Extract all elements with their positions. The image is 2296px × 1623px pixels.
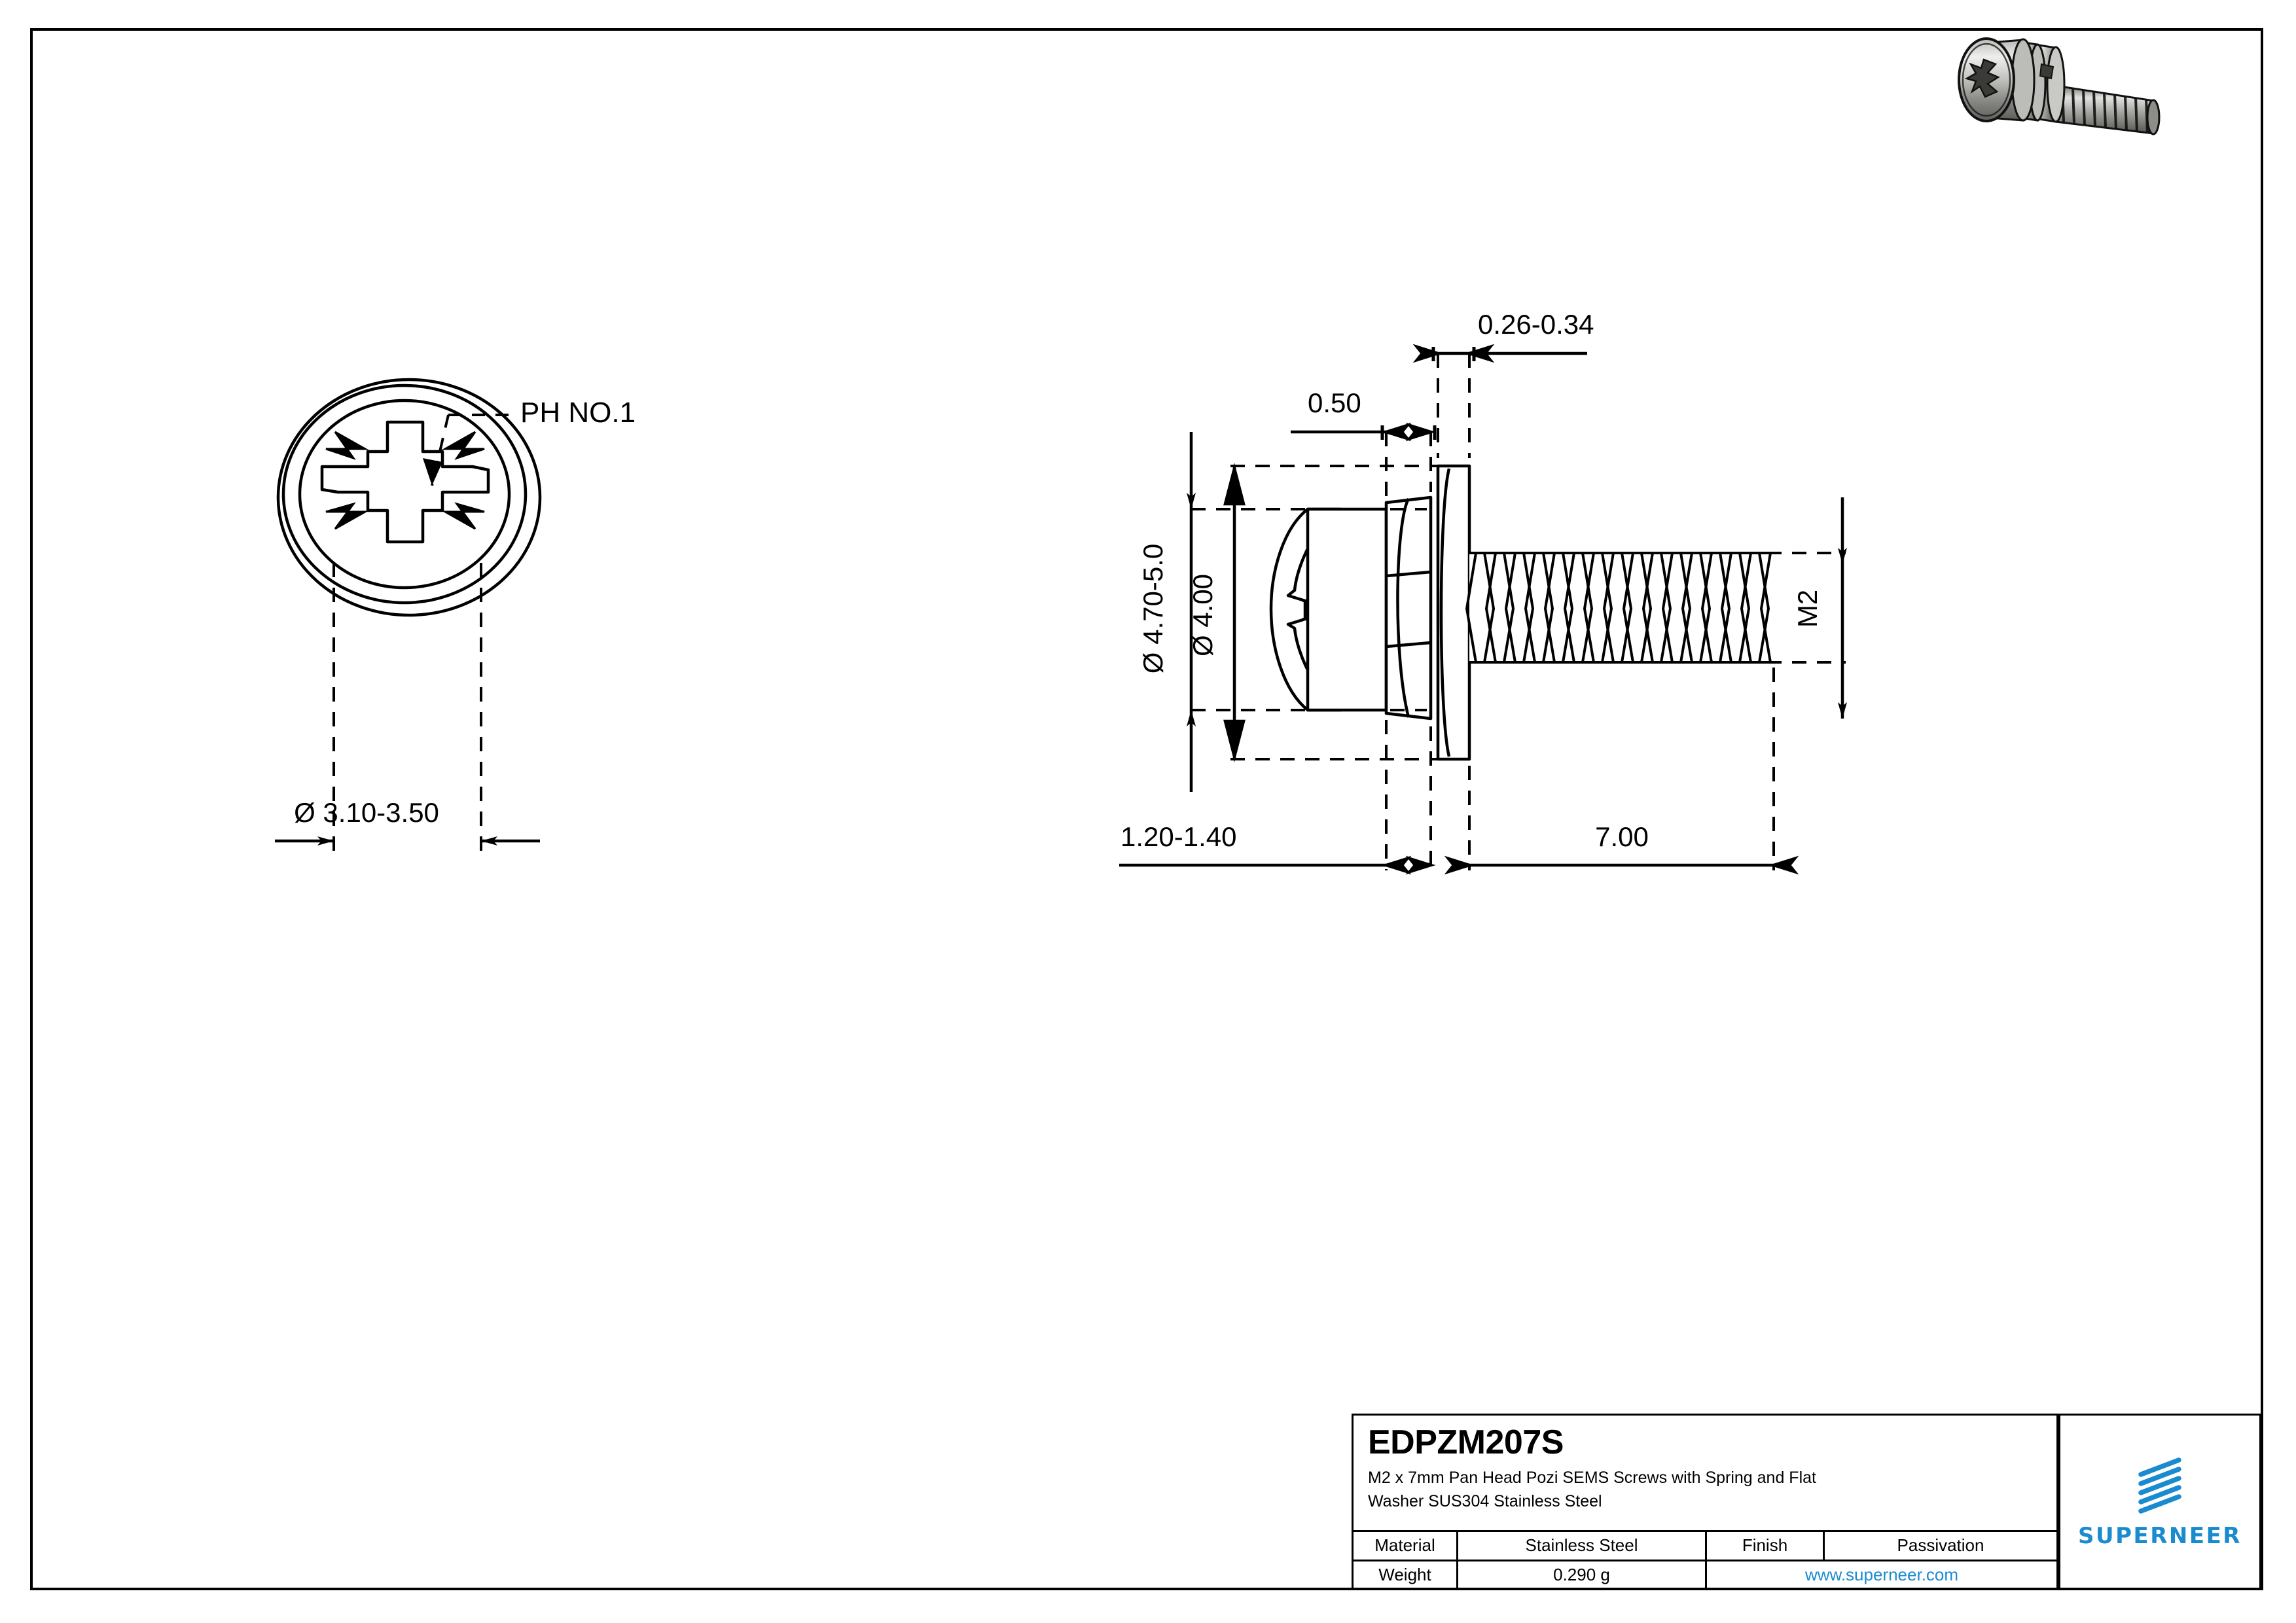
title-block: EDPZM207S M2 x 7mm Pan Head Pozi SEMS Sc… <box>1352 1414 2058 1590</box>
render-threaded-shank <box>2054 84 2161 135</box>
weight-value: 0.290 g <box>1458 1561 1707 1588</box>
superneer-logo-icon <box>2138 1457 2181 1514</box>
finish-label: Finish <box>1707 1532 1825 1560</box>
brand-name: SUPERNEER <box>2077 1523 2242 1549</box>
render-pozidriv-recess <box>1964 58 2000 98</box>
website-link[interactable]: www.superneer.com <box>1804 1564 1959 1584</box>
finish-value: Passivation <box>1897 1535 1984 1556</box>
thread-length-label: 7.00 <box>1595 821 1649 852</box>
title-block-row-material: Material Stainless Steel Finish Passivat… <box>1354 1532 2056 1561</box>
part-description-line-2: Washer SUS304 Stainless Steel <box>1368 1491 1602 1510</box>
spring-washer-thickness-label: 0.50 <box>1308 387 1361 418</box>
product-3d-render <box>1958 37 2161 135</box>
weight-label: Weight <box>1354 1561 1458 1588</box>
material-label: Material <box>1354 1532 1458 1560</box>
flat-washer-thickness-label: 0.26-0.34 <box>1478 309 1594 340</box>
head-diameter-side-label: Ø 4.00 <box>1187 573 1218 657</box>
material-value: Stainless Steel <box>1458 1532 1707 1560</box>
part-description: M2 x 7mm Pan Head Pozi SEMS Screws with … <box>1368 1467 2029 1513</box>
drawing-frame-border <box>30 28 2263 1590</box>
head-height-label: 1.20-1.40 <box>1121 821 1237 852</box>
render-pan-head <box>1958 37 2036 122</box>
title-block-header: EDPZM207S M2 x 7mm Pan Head Pozi SEMS Sc… <box>1354 1416 2056 1532</box>
head-outer-diameter-label: Ø 4.70-5.0 <box>1138 543 1168 674</box>
brand-logo-block: SUPERNEER <box>2058 1414 2261 1590</box>
part-number: EDPZM207S <box>1368 1423 1564 1461</box>
title-block-row-weight: Weight 0.290 g www.superneer.com <box>1354 1561 2056 1588</box>
thread-size-label: M2 <box>1792 589 1823 628</box>
head-diameter-dimension-label: Ø 3.10-3.50 <box>294 797 439 828</box>
drive-callout-label: PH NO.1 <box>520 397 636 429</box>
part-description-line-1: M2 x 7mm Pan Head Pozi SEMS Screws with … <box>1368 1469 1816 1488</box>
